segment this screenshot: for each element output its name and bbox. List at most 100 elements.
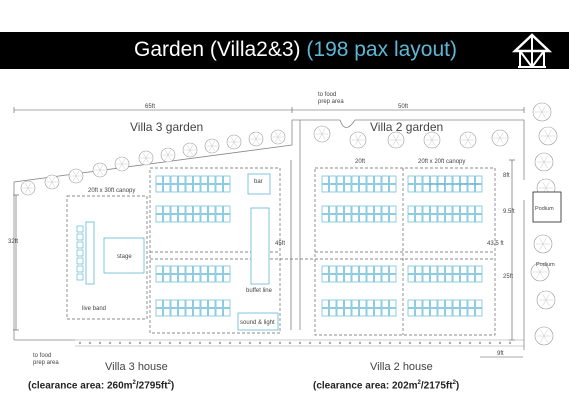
seat xyxy=(359,308,367,317)
tree-icon xyxy=(160,147,176,163)
tree-icon xyxy=(349,131,367,149)
seat xyxy=(155,308,163,317)
seat xyxy=(467,299,475,308)
seat xyxy=(407,265,415,274)
seat xyxy=(422,205,430,214)
seat xyxy=(336,214,344,223)
seat xyxy=(336,274,344,283)
tree-icon xyxy=(533,234,553,254)
table-block xyxy=(321,299,397,317)
buffet-line xyxy=(250,207,270,285)
seat xyxy=(351,308,359,317)
seat xyxy=(366,265,374,274)
dim-25ft: 25ft xyxy=(503,274,513,280)
seat xyxy=(475,175,483,184)
tree-row-right xyxy=(530,102,558,346)
seat xyxy=(223,214,231,223)
bar xyxy=(247,173,271,195)
seat xyxy=(223,184,231,193)
seat xyxy=(422,274,430,283)
seat xyxy=(76,257,84,265)
seat xyxy=(430,214,438,223)
seat xyxy=(208,274,216,283)
villa2-house-label: Villa 2 house xyxy=(370,361,433,373)
tree-icon xyxy=(138,150,154,166)
seat xyxy=(460,214,468,223)
seat xyxy=(374,184,382,193)
seat xyxy=(407,205,415,214)
seat xyxy=(407,214,415,223)
seat xyxy=(223,175,231,184)
seat xyxy=(415,299,423,308)
seat xyxy=(407,274,415,283)
stage-side-seats xyxy=(76,225,84,281)
tree-icon xyxy=(68,168,84,184)
seat xyxy=(329,184,337,193)
clearance-right: (clearance area: 202m2/2175ft2) xyxy=(313,380,460,392)
seat xyxy=(321,299,329,308)
bar-label: bar xyxy=(254,179,263,185)
seat xyxy=(200,308,208,317)
seat xyxy=(381,308,389,317)
tree-icon xyxy=(182,142,198,158)
dim-32ft: 32ft xyxy=(8,239,18,245)
seat xyxy=(200,299,208,308)
sound-and-light xyxy=(237,312,279,331)
seat xyxy=(381,205,389,214)
seat xyxy=(359,214,367,223)
seat xyxy=(336,308,344,317)
seat xyxy=(223,274,231,283)
seat xyxy=(215,205,223,214)
seat xyxy=(223,265,231,274)
seat xyxy=(351,184,359,193)
seat xyxy=(170,214,178,223)
seat xyxy=(215,175,223,184)
canopy-center-left xyxy=(149,167,281,334)
villa2-garden-label: Villa 2 garden xyxy=(370,120,443,134)
seat xyxy=(430,265,438,274)
tree-icon xyxy=(226,134,242,150)
seat xyxy=(163,175,171,184)
seat xyxy=(460,299,468,308)
seat xyxy=(430,184,438,193)
seat xyxy=(374,299,382,308)
seat xyxy=(163,308,171,317)
seat xyxy=(215,214,223,223)
tree-icon xyxy=(114,156,130,172)
seat xyxy=(374,205,382,214)
seat xyxy=(208,205,216,214)
seat xyxy=(407,175,415,184)
seat xyxy=(351,175,359,184)
table-block xyxy=(321,205,397,223)
villa3-garden-label: Villa 3 garden xyxy=(130,120,203,134)
seat xyxy=(178,205,186,214)
seat xyxy=(467,175,475,184)
seat xyxy=(321,175,329,184)
seat xyxy=(344,214,352,223)
seat xyxy=(155,184,163,193)
seat xyxy=(467,205,475,214)
tree-icon xyxy=(534,152,554,172)
seat xyxy=(381,175,389,184)
seat xyxy=(422,184,430,193)
tree-icon xyxy=(92,162,108,178)
seat xyxy=(200,175,208,184)
seat xyxy=(344,175,352,184)
food-prep-bottom-2: prep area xyxy=(33,360,59,366)
seat xyxy=(163,299,171,308)
seat xyxy=(76,225,84,233)
seat xyxy=(415,205,423,214)
seat xyxy=(452,184,460,193)
seat xyxy=(76,233,84,241)
seat xyxy=(430,205,438,214)
seat xyxy=(223,299,231,308)
seat xyxy=(437,214,445,223)
seat xyxy=(336,299,344,308)
seat xyxy=(452,308,460,317)
table-block xyxy=(321,265,397,283)
seat xyxy=(163,214,171,223)
seat xyxy=(415,308,423,317)
seat xyxy=(178,265,186,274)
seat xyxy=(163,265,171,274)
